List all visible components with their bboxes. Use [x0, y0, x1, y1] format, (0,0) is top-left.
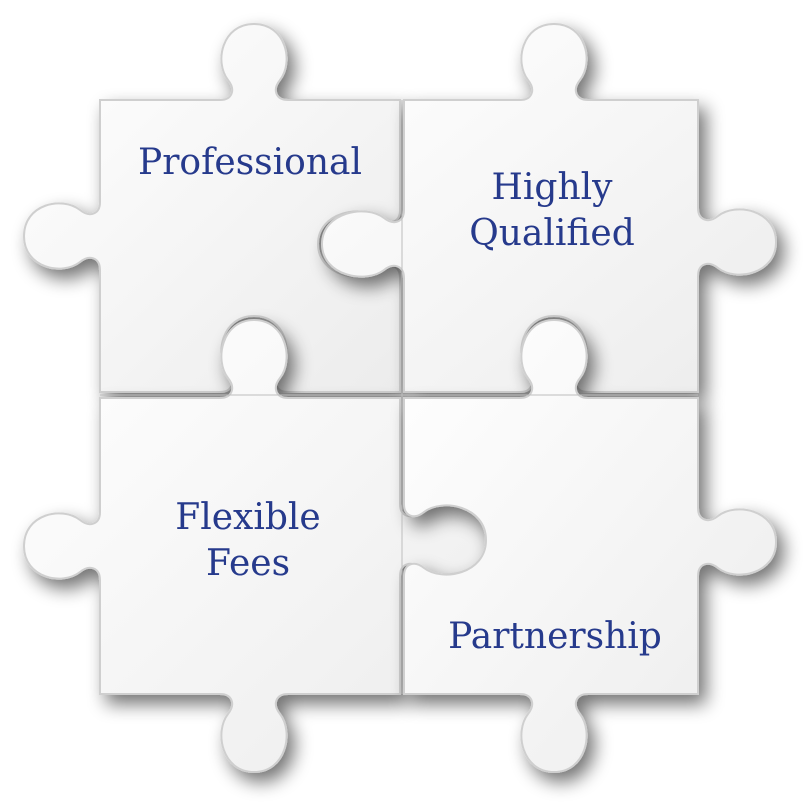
piece-label-bottom-left: Flexible Fees [128, 495, 368, 587]
puzzle-piece-top-left [22, 22, 401, 393]
piece-label-top-left: Professional [120, 140, 380, 186]
piece-label-top-right: Highly Qualified [432, 165, 672, 257]
label-line: Highly [491, 167, 613, 208]
label-line: Fees [205, 543, 291, 584]
puzzle-piece-top-right [320, 22, 778, 393]
puzzle-piece-bottom-left [22, 318, 492, 774]
label-line: Professional [137, 142, 363, 183]
label-line: Flexible [175, 497, 321, 538]
piece-label-bottom-right: Partnership [430, 614, 680, 660]
label-line: Partnership [448, 616, 662, 657]
puzzle-piece-bottom-right [403, 318, 778, 774]
label-line: Qualified [469, 213, 635, 254]
